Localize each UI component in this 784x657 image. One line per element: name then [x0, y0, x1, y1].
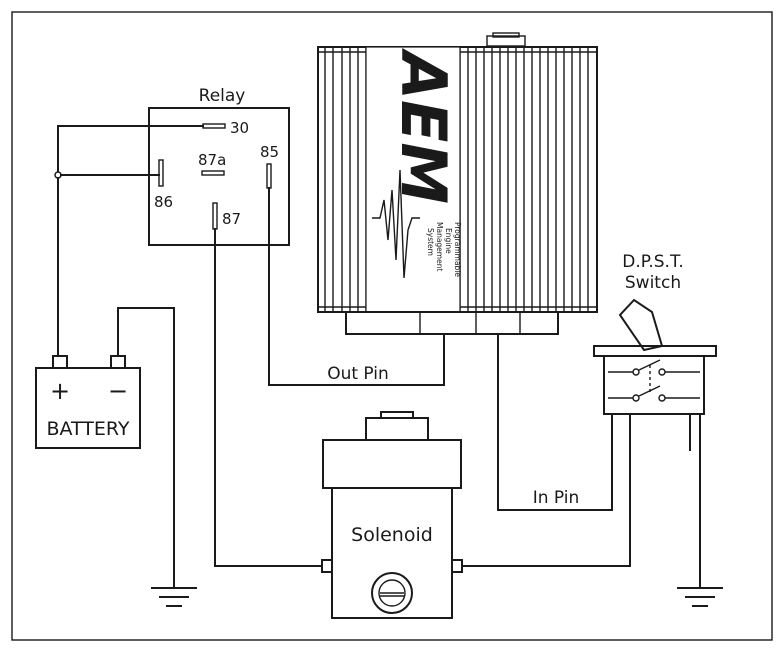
dpst-switch: D.P.S.T. Switch	[593, 252, 717, 451]
solenoid-upper-body	[322, 439, 462, 489]
switch-toggle-lever	[618, 298, 664, 352]
switch-title-line2: Switch	[625, 273, 681, 293]
solenoid-top-fitting	[365, 417, 429, 441]
relay-title: Relay	[199, 86, 246, 106]
in-pin-label: In Pin	[533, 488, 580, 508]
battery-label: BATTERY	[46, 418, 129, 440]
ecu-subtitle: Programmable Engine Management System	[426, 222, 462, 277]
battery-minus-sign: −	[108, 377, 128, 405]
battery: + − BATTERY	[35, 355, 141, 449]
solenoid: Solenoid	[321, 411, 463, 619]
relay-pin-85-label: 85	[260, 143, 279, 161]
relay-pin-86-contact	[158, 159, 164, 187]
battery-positive-post	[52, 355, 68, 369]
ecu-subtitle-line2: Engine	[444, 228, 453, 254]
solenoid-port-outer	[371, 572, 413, 614]
ecu-fins	[324, 47, 589, 312]
ground-symbol-right	[677, 587, 723, 607]
relay-pin-87-label: 87	[222, 210, 241, 228]
battery-body	[35, 367, 141, 449]
out-pin-label: Out Pin	[327, 364, 389, 384]
relay-pin-30-label: 30	[230, 119, 249, 137]
relay-pin-87a-label: 87a	[198, 151, 226, 169]
ecu-body	[317, 46, 598, 313]
solenoid-left-terminal	[321, 559, 333, 573]
battery-negative-post	[110, 355, 126, 369]
relay-pin-87a-contact	[201, 170, 225, 176]
switch-contacts	[608, 359, 700, 402]
ecu-logo: AEM	[387, 47, 460, 204]
solenoid-lower-body	[331, 487, 453, 619]
ecu-top-connector-pins	[492, 32, 520, 38]
relay-pin-86-label: 86	[154, 193, 173, 211]
relay: Relay 30 87a 85 86 87	[148, 86, 290, 246]
ecu-trace-graphic	[372, 169, 420, 279]
ecu-bottom-connector	[345, 311, 559, 335]
ecu-subtitle-line3: Management	[435, 222, 444, 271]
ecu-label-panel	[365, 46, 461, 313]
relay-pin-85-contact	[266, 163, 272, 189]
ground-symbol-left	[151, 587, 197, 607]
wiring	[54, 125, 701, 589]
solenoid-right-terminal	[451, 559, 463, 573]
solenoid-label: Solenoid	[351, 524, 433, 546]
relay-body	[148, 107, 290, 246]
battery-plus-sign: +	[50, 377, 70, 405]
switch-body	[603, 355, 705, 415]
ecu-logo-text: AEM	[387, 47, 460, 204]
switch-title-line1: D.P.S.T.	[622, 252, 683, 272]
relay-pin-30-contact	[202, 123, 226, 129]
diagram-frame	[11, 11, 773, 641]
relay-pin-87-contact	[212, 202, 218, 230]
ecu-subtitle-line4: System	[426, 228, 435, 256]
ecu-subtitle-line1: Programmable	[453, 222, 462, 277]
ecu-unit: AEM Programmable Engine Management Syste…	[317, 32, 598, 335]
solenoid-port-inner	[378, 579, 406, 607]
